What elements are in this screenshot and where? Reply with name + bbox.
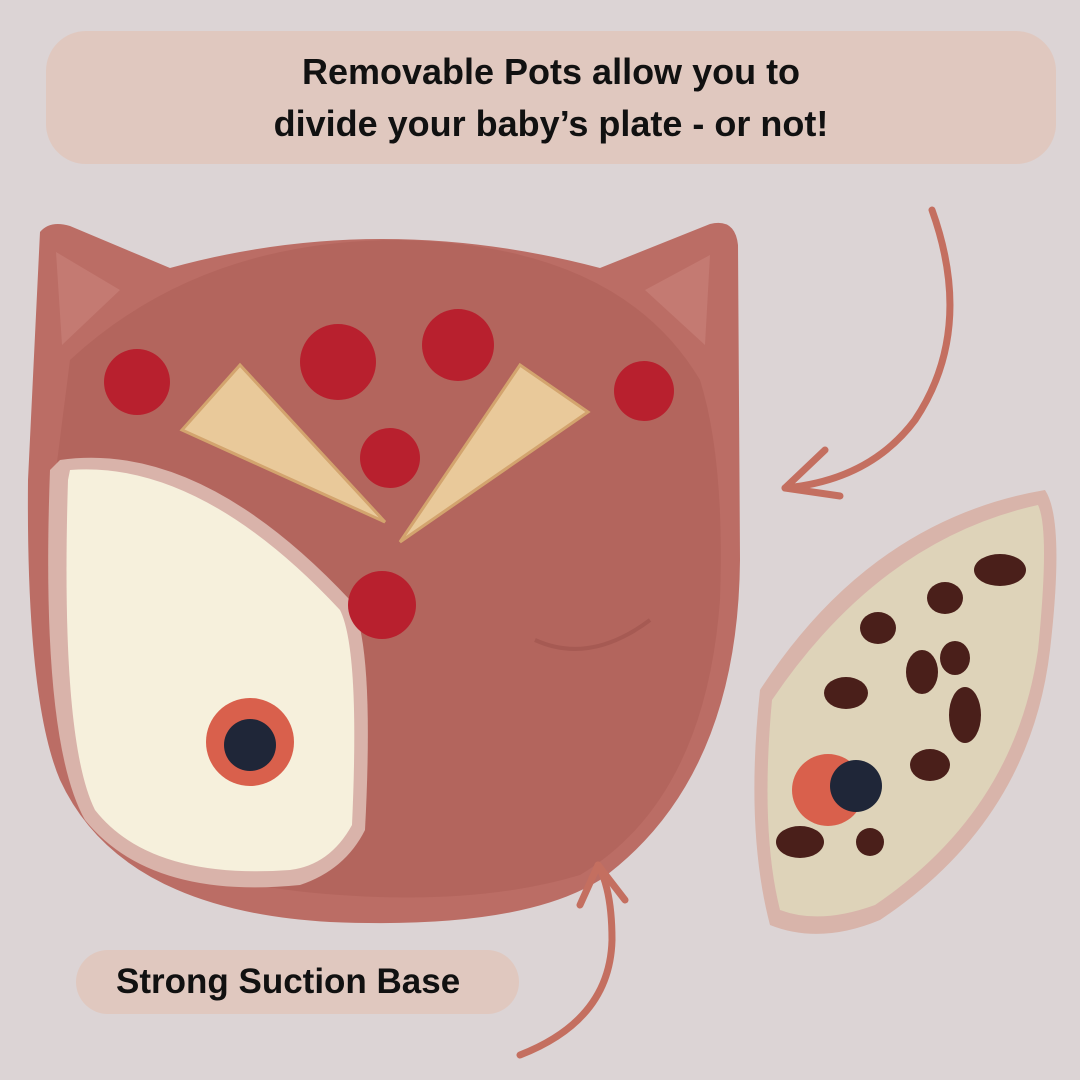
closed-eye-icon — [534, 618, 652, 651]
right-ear-icon — [645, 255, 710, 345]
suction-callout: Strong Suction Base — [76, 950, 519, 1014]
headline-line-1: Removable Pots allow you to — [301, 50, 801, 92]
headline-line-2: divide your baby’s plate - or not! — [273, 102, 829, 144]
raspberries — [104, 309, 674, 639]
toast-triangles — [179, 362, 591, 544]
left-pot-yogurt — [48, 457, 368, 888]
suction-callout-label: Strong Suction Base — [116, 962, 461, 1001]
headline-banner: Removable Pots allow you to divide your … — [46, 31, 1056, 164]
left-ear-icon — [56, 252, 120, 345]
right-pot-oatmeal — [754, 490, 1057, 934]
arrow-icon — [516, 206, 954, 1059]
